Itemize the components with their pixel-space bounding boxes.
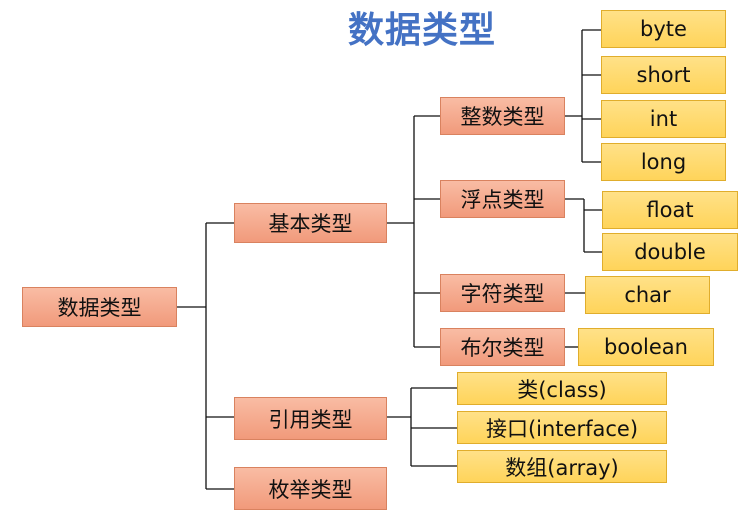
leaf-int: int: [601, 100, 726, 138]
char-type-node: 字符类型: [440, 274, 565, 312]
leaf-array: 数组(array): [457, 450, 667, 483]
root-node: 数据类型: [22, 287, 177, 327]
page-title: 数据类型: [348, 10, 497, 51]
leaf-boolean: boolean: [578, 328, 714, 366]
basic-type-node: 基本类型: [234, 203, 387, 243]
leaf-float: float: [602, 191, 738, 229]
leaf-class: 类(class): [457, 372, 667, 405]
leaf-byte: byte: [601, 10, 726, 48]
leaf-long: long: [601, 143, 726, 181]
float-type-node: 浮点类型: [440, 180, 565, 218]
leaf-char: char: [585, 276, 710, 314]
reference-type-node: 引用类型: [234, 397, 387, 440]
enum-type-node: 枚举类型: [234, 467, 387, 510]
integer-type-node: 整数类型: [440, 97, 565, 135]
leaf-short: short: [601, 56, 726, 94]
leaf-double: double: [602, 233, 738, 271]
boolean-type-node: 布尔类型: [440, 328, 565, 366]
leaf-interface: 接口(interface): [457, 411, 667, 444]
